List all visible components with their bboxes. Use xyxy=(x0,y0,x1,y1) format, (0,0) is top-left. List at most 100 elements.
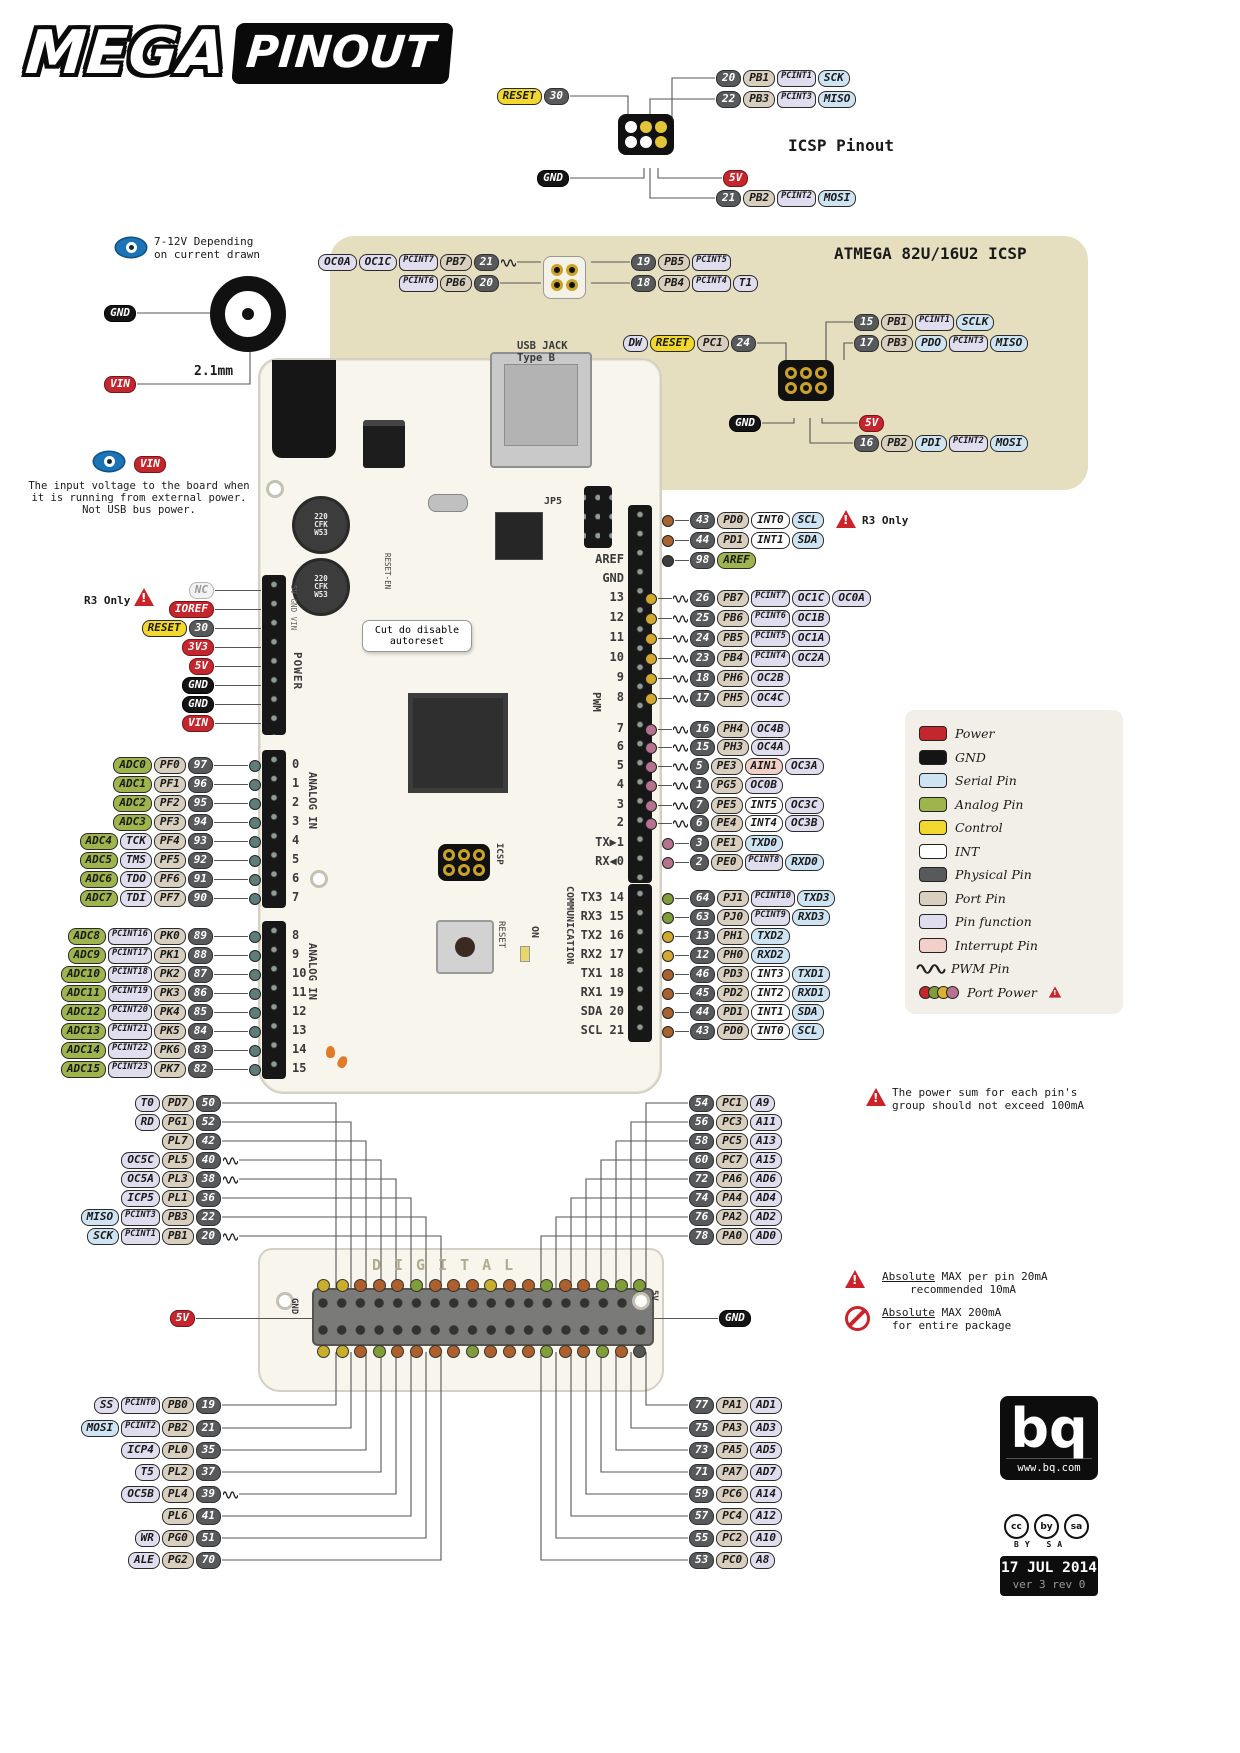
pin-row: GND xyxy=(181,696,261,713)
pin-badge-pf4: PF4 xyxy=(153,833,186,850)
connector-line xyxy=(215,647,261,648)
strip-pin-dot xyxy=(372,1279,386,1292)
connector-line xyxy=(214,1050,248,1051)
pin-badge-pcint1: PCINT1 xyxy=(915,314,954,331)
reset-button-label: RESET xyxy=(496,921,506,949)
pin-badge-43: 43 xyxy=(690,1023,716,1040)
pin-dot xyxy=(249,968,261,981)
connector-line xyxy=(214,803,248,804)
pin-badge-pcint8: PCINT8 xyxy=(744,854,784,871)
strip-pin-dot xyxy=(484,1279,498,1292)
warning-icon xyxy=(836,510,856,528)
board-pin-label-7: 7 xyxy=(616,721,624,735)
pin-badge-oc3a: OC3A xyxy=(785,758,824,775)
pwm-squiggle-icon xyxy=(673,654,688,664)
pin-row: 5V xyxy=(169,1310,312,1327)
connector-line xyxy=(675,974,689,975)
pin-badge-pd1: PD1 xyxy=(717,532,750,549)
pin-badge-tck: TCK xyxy=(120,833,152,850)
pin-badge-51: 51 xyxy=(195,1530,221,1547)
pin-badge-oc1c: OC1C xyxy=(358,254,398,271)
cc-sa-icon: sa xyxy=(1064,1514,1089,1539)
strip-pin-dot xyxy=(391,1279,405,1292)
pin-dot xyxy=(662,892,674,905)
connector-line xyxy=(214,898,248,899)
usb-jack-label: USB JACK Type B xyxy=(517,340,568,364)
pin-dot xyxy=(249,759,261,772)
pin-dot xyxy=(662,534,674,547)
connector-line xyxy=(658,785,672,786)
pin-badge-a11: A11 xyxy=(750,1114,782,1131)
pin-badge-pcint3: PCINT3 xyxy=(949,335,988,352)
strip-pin-dot xyxy=(354,1345,368,1358)
pin-badge-vin: VIN xyxy=(134,456,166,473)
pin-badge-reset: RESET xyxy=(649,335,695,352)
pin-badge-ale: ALE xyxy=(128,1552,160,1569)
pin-badge-t5: T5 xyxy=(134,1464,160,1481)
strip-pin-dot xyxy=(317,1279,330,1292)
pin-dot xyxy=(249,892,261,905)
pin-badge-pcint18: PCINT18 xyxy=(108,966,152,983)
connector-line xyxy=(215,609,261,610)
pin-badge-pcint7: PCINT7 xyxy=(399,254,438,271)
board-pin-label-3: 3 xyxy=(616,797,624,811)
pin-badge-gnd: GND xyxy=(719,1310,751,1327)
pin-badge-41: 41 xyxy=(195,1508,221,1525)
connector-line xyxy=(675,993,689,994)
pin-badge-gnd: GND xyxy=(182,677,214,694)
legend-swatch xyxy=(919,820,947,836)
pin-badge-87: 87 xyxy=(187,966,213,983)
pin-dot xyxy=(662,930,674,943)
pin-row: VIN xyxy=(103,376,137,393)
pin-badge-pa6: PA6 xyxy=(716,1171,749,1188)
board-analog-number-2: 2 xyxy=(292,795,300,809)
pin-badge-rxd2: RXD2 xyxy=(751,947,790,964)
pin-badge-59: 59 xyxy=(689,1486,715,1503)
bq-url: www.bq.com xyxy=(1006,1458,1092,1474)
pin-badge-89: 89 xyxy=(187,928,213,945)
strip-5v-label: 5V xyxy=(649,1290,659,1301)
connector-pin xyxy=(551,279,563,291)
pwm-squiggle-icon xyxy=(673,762,688,772)
connector-line xyxy=(214,1012,248,1013)
strip-pin-dot xyxy=(335,1345,349,1358)
pin-badge-pb6: PB6 xyxy=(717,610,750,627)
pin-badge-pa0: PA0 xyxy=(716,1228,749,1245)
pin-badge-ad2: AD2 xyxy=(750,1209,782,1226)
legend-item-power: Power xyxy=(919,722,1111,746)
vin-note: The input voltage to the board when it i… xyxy=(28,480,250,516)
pin-badge-oc4c: OC4C xyxy=(751,690,790,707)
pin-badge-pb5: PB5 xyxy=(717,630,750,647)
pin-badge-adc15: ADC15 xyxy=(60,1061,107,1078)
pin-badge-nc: NC xyxy=(188,582,214,599)
pin-badge-pa3: PA3 xyxy=(716,1420,749,1437)
connector-line xyxy=(658,805,672,806)
connector-line xyxy=(675,917,689,918)
strip-pin-dot xyxy=(428,1345,442,1358)
pin-badge-ad1: AD1 xyxy=(750,1397,782,1414)
pin-badge-pd0: PD0 xyxy=(717,512,750,529)
pin-badge-int0: INT0 xyxy=(751,1023,790,1040)
pin-row: GND xyxy=(652,1310,752,1327)
pin-badge-pb7: PB7 xyxy=(717,590,750,607)
pin-badge-ad4: AD4 xyxy=(750,1190,782,1207)
connector-line xyxy=(214,993,248,994)
board-analog-number-12: 12 xyxy=(292,1004,307,1018)
strip-pin-dot xyxy=(633,1279,647,1292)
strip-gnd-label: GND xyxy=(289,1298,299,1315)
pin-badge-oc1c: OC1C xyxy=(791,590,831,607)
pin-badge-pj1: PJ1 xyxy=(717,890,750,907)
